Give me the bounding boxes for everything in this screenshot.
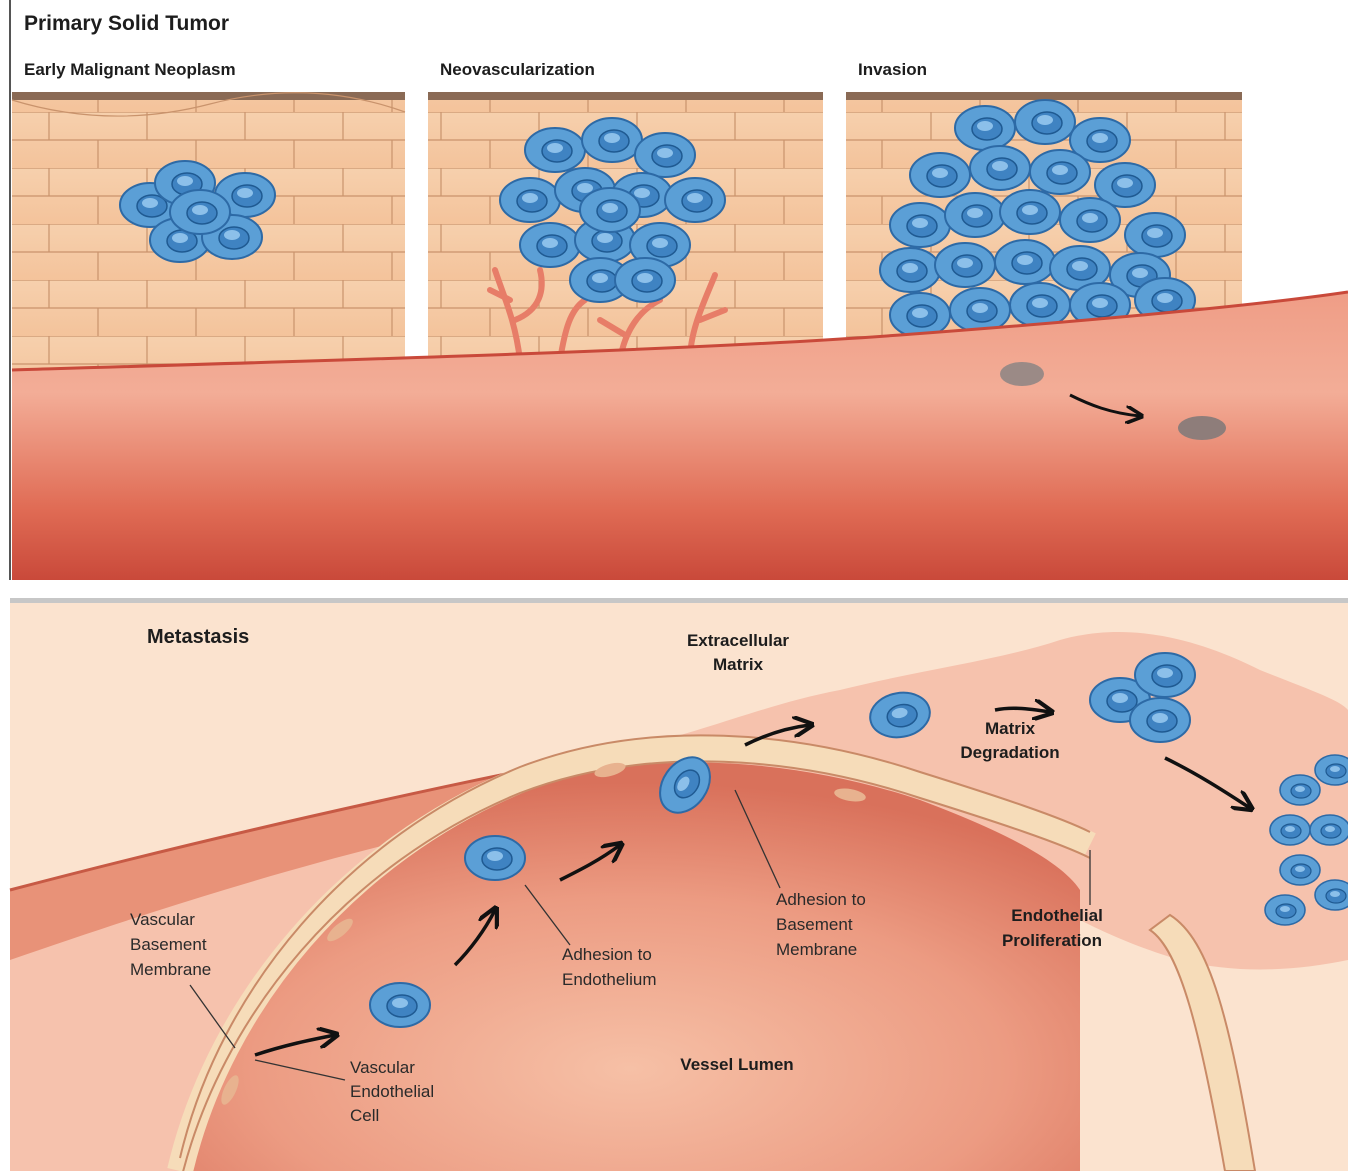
label-endothelial-proliferation-1: Endothelial	[1011, 906, 1103, 925]
label-matrix-degradation-1: Matrix	[985, 719, 1036, 738]
label-vascular-basement-membrane-1: Vascular	[130, 910, 195, 929]
circulating-cell-2	[1178, 416, 1226, 440]
label-adhesion-basement-1: Adhesion to	[776, 890, 866, 909]
top-section: Primary Solid Tumor Early Malignant Neop…	[0, 0, 1348, 590]
section-divider	[10, 598, 1348, 603]
main-title: Primary Solid Tumor	[24, 12, 229, 35]
label-matrix-degradation-2: Degradation	[960, 743, 1059, 762]
label-extracellular: Extracellular	[687, 631, 789, 650]
panel-label-early: Early Malignant Neoplasm	[24, 60, 236, 79]
circulating-cell-1	[1000, 362, 1044, 386]
label-vascular-endothelial-cell-2: Endothelial	[350, 1082, 434, 1101]
label-vascular-endothelial-cell-1: Vascular	[350, 1058, 415, 1077]
label-vessel-lumen: Vessel Lumen	[680, 1055, 793, 1074]
label-vascular-basement-membrane-3: Membrane	[130, 960, 211, 979]
label-matrix: Matrix	[713, 655, 764, 674]
label-adhesion-endothelium-2: Endothelium	[562, 970, 657, 989]
label-adhesion-endothelium-1: Adhesion to	[562, 945, 652, 964]
panel-neovascularization	[428, 92, 823, 370]
panel-label-neovascularization: Neovascularization	[440, 60, 595, 79]
label-vascular-basement-membrane-2: Basement	[130, 935, 207, 954]
bottom-section: Metastasis Extracellular Matrix Matrix D…	[10, 603, 1348, 1171]
panel-label-invasion: Invasion	[858, 60, 927, 79]
label-adhesion-basement-2: Basement	[776, 915, 853, 934]
label-vascular-endothelial-cell-3: Cell	[350, 1106, 379, 1125]
label-adhesion-basement-3: Membrane	[776, 940, 857, 959]
panel-early-neoplasm	[12, 92, 405, 380]
metastasis-title: Metastasis	[147, 626, 249, 648]
label-endothelial-proliferation-2: Proliferation	[1002, 931, 1102, 950]
